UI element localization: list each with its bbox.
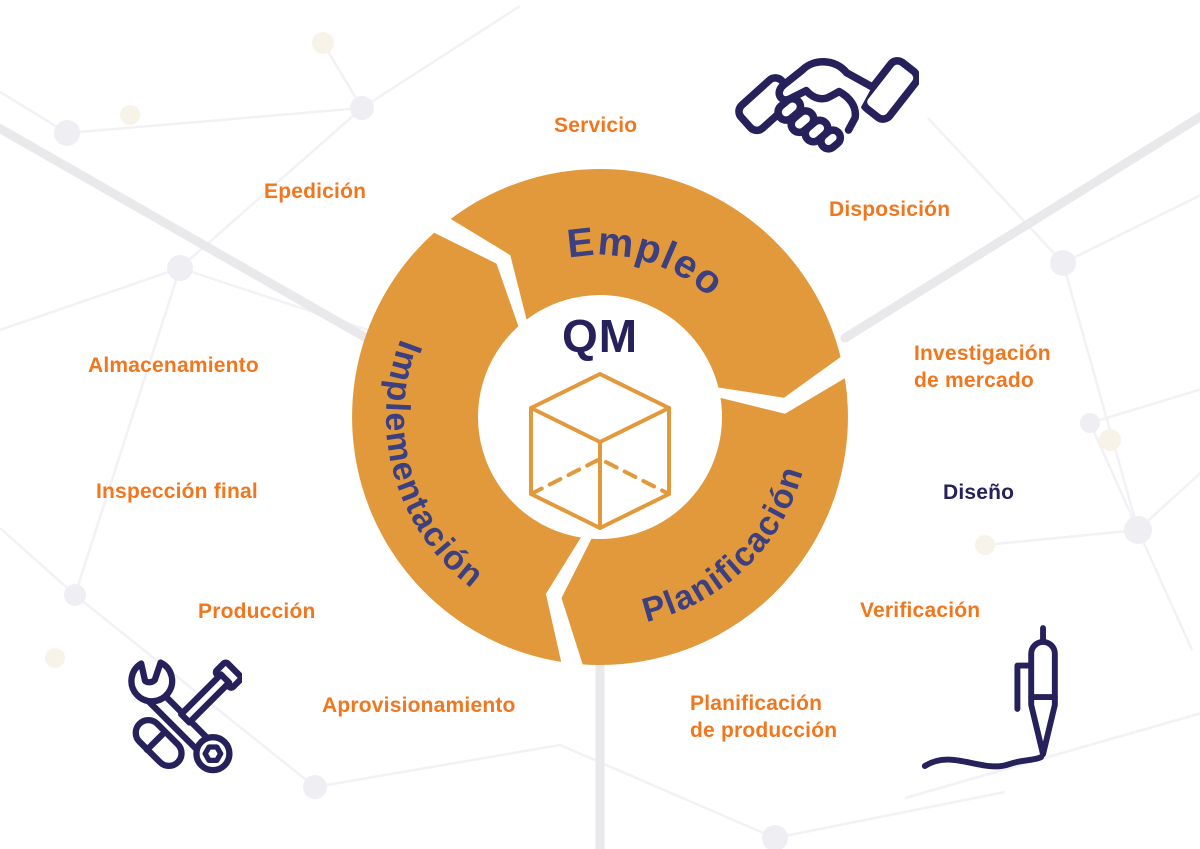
arc-segment-implementacion [352, 232, 581, 662]
tools-icon [128, 659, 242, 774]
qm-label: QM [561, 310, 639, 362]
arc-segment-empleo [450, 168, 841, 398]
pen-icon [921, 625, 1058, 770]
arc-segment-planificacion [561, 378, 848, 666]
cube-icon [529, 372, 671, 530]
handshake-icon [735, 57, 919, 153]
